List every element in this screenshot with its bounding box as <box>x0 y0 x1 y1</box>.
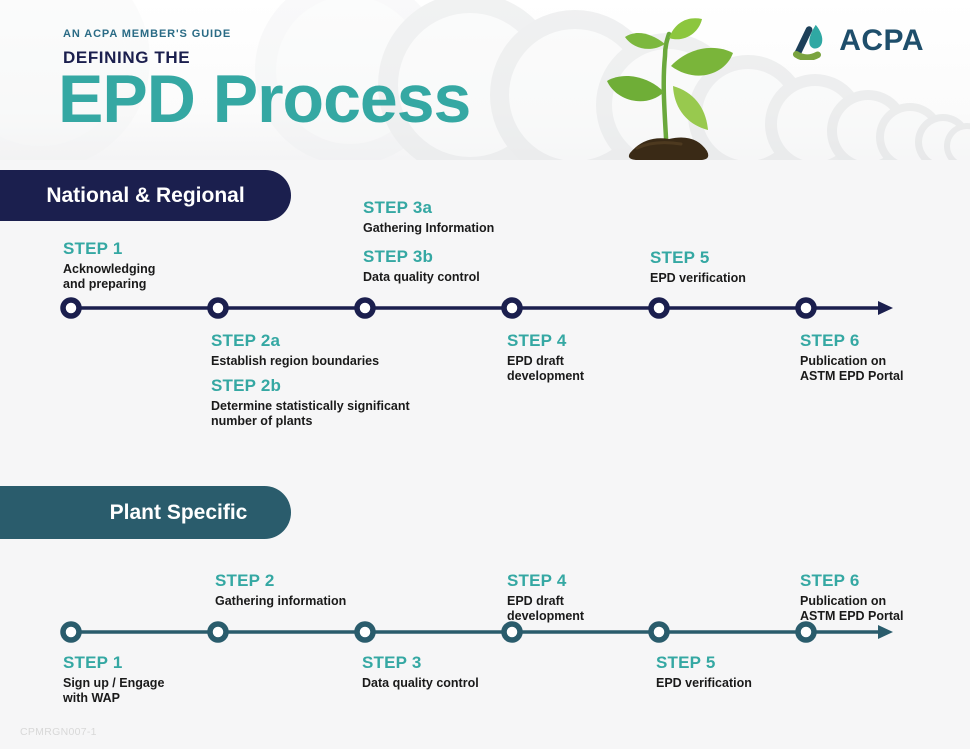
national-regional-banner: National & Regional <box>0 170 291 221</box>
step-desc: Gathering Information <box>363 221 495 235</box>
step-desc: EPD draft development <box>507 354 585 383</box>
page-title: EPD Process <box>58 61 471 137</box>
ps-step-1: STEP 1 Sign up / Engage with WAP <box>63 653 164 705</box>
concrete-pipes-background-image <box>0 0 970 160</box>
defining-the-kicker: DEFINING THE <box>63 48 191 67</box>
step-label: STEP 3a <box>363 198 433 217</box>
ps-step-4: STEP 4 EPD draft development <box>507 571 584 623</box>
step-desc: EPD draft development <box>507 594 585 623</box>
acpa-logo-icon <box>793 24 823 60</box>
guide-eyebrow: AN ACPA MEMBER'S GUIDE <box>63 28 232 40</box>
step-label: STEP 3 <box>362 653 422 672</box>
step-desc: Data quality control <box>362 676 479 690</box>
step-desc: Establish region boundaries <box>211 354 380 368</box>
step-label: STEP 3b <box>363 247 434 266</box>
ps-step-5: STEP 5 EPD verification <box>656 653 752 691</box>
nr-step-2b: STEP 2b Determine statistically signific… <box>211 376 410 428</box>
step-label: STEP 2b <box>211 376 282 395</box>
step-desc: EPD verification <box>656 676 752 690</box>
step-desc: EPD verification <box>650 271 746 285</box>
nr-step-2a: STEP 2a Establish region boundaries <box>211 331 379 369</box>
step-desc: Gathering information <box>215 594 347 608</box>
step-label: STEP 5 <box>656 653 716 672</box>
step-label: STEP 6 <box>800 571 860 590</box>
nr-step-3a: STEP 3a Gathering Information <box>363 198 494 236</box>
step-label: STEP 2 <box>215 571 275 590</box>
nr-step-3b: STEP 3b Data quality control <box>363 247 480 285</box>
step-label: STEP 1 <box>63 239 123 258</box>
nr-step-5: STEP 5 EPD verification <box>650 248 746 286</box>
nr-step-6: STEP 6 Publication on ASTM EPD Portal <box>800 331 904 383</box>
nr-step-4: STEP 4 EPD draft development <box>507 331 584 383</box>
step-desc: Determine statistically significant numb… <box>211 399 410 428</box>
header: ACPA AN ACPA MEMBER'S GUIDE DEFINING THE… <box>0 0 970 160</box>
step-desc: Data quality control <box>363 270 480 284</box>
step-label: STEP 5 <box>650 248 710 267</box>
step-desc: Sign up / Engage with WAP <box>63 676 165 705</box>
step-desc: Publication on ASTM EPD Portal <box>800 354 904 383</box>
plant-specific-banner: Plant Specific <box>0 486 291 539</box>
step-label: STEP 2a <box>211 331 281 350</box>
document-code: CPMRGN007-1 <box>20 726 97 738</box>
ps-step-3: STEP 3 Data quality control <box>362 653 479 691</box>
step-label: STEP 6 <box>800 331 860 350</box>
seedling-image <box>607 18 733 160</box>
ps-step-2: STEP 2 Gathering information <box>215 571 346 609</box>
step-label: STEP 1 <box>63 653 123 672</box>
step-desc: Acknowledging and preparing <box>63 262 156 291</box>
acpa-logo-text: ACPA <box>839 24 924 57</box>
plant-specific-timeline <box>60 621 893 643</box>
ps-step-6: STEP 6 Publication on ASTM EPD Portal <box>800 571 904 623</box>
nr-step-1: STEP 1 Acknowledging and preparing <box>63 239 155 291</box>
step-label: STEP 4 <box>507 331 567 350</box>
step-desc: Publication on ASTM EPD Portal <box>800 594 904 623</box>
step-label: STEP 4 <box>507 571 567 590</box>
acpa-logo: ACPA <box>790 22 924 60</box>
national-regional-timeline <box>60 297 893 319</box>
